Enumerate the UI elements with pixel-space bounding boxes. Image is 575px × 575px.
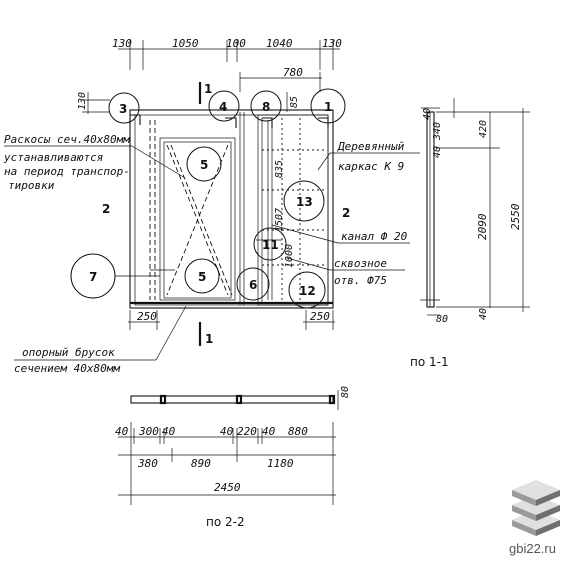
side-dim-40-top: 40 <box>422 108 433 120</box>
panel-bottom-dims: 250 250 <box>128 310 335 330</box>
callout-11: 11 <box>253 227 287 261</box>
side-dim-80: 80 <box>436 314 448 325</box>
callout-12: 12 <box>288 271 326 309</box>
svg-text:каркас К 9: каркас К 9 <box>338 160 404 173</box>
dim-130-left: 130 <box>112 37 132 50</box>
bottom-dim-40c: 40 <box>220 425 234 438</box>
dim-1000: 1000 <box>284 244 295 268</box>
label-2-right: 2 <box>342 206 350 220</box>
callout-13: 13 <box>283 180 325 222</box>
watermark-text: gbi22.ru <box>509 541 556 556</box>
dim-250-right: 250 <box>310 310 330 323</box>
bottom-dim-1180: 1180 <box>267 457 294 470</box>
svg-text:устанавливаются: устанавливаются <box>3 151 103 164</box>
side-dim-40: 40 <box>432 146 443 158</box>
dim-130-right: 130 <box>322 37 342 50</box>
svg-text:1: 1 <box>324 100 332 114</box>
section-mark-top-label: 1 <box>204 82 212 96</box>
bottom-dim-80: 80 <box>340 386 351 398</box>
svg-text:Раскосы сеч.40х80мм: Раскосы сеч.40х80мм <box>4 133 130 146</box>
section-1-1-label: по 1-1 <box>410 355 449 369</box>
bottom-dim-220: 220 <box>237 425 257 438</box>
bottom-dim-40d: 40 <box>262 425 276 438</box>
bottom-dim-380: 380 <box>137 457 158 470</box>
dim-1507: 1507 <box>274 208 285 232</box>
svg-text:на период транспор-: на период транспор- <box>4 165 130 178</box>
side-dim-420: 420 <box>478 120 489 138</box>
callout-5-lower: 5 <box>184 258 220 294</box>
callout-1: 1 <box>310 88 346 124</box>
dim-100: 100 <box>226 37 246 50</box>
bottom-dim-40b: 40 <box>162 425 176 438</box>
svg-text:8: 8 <box>262 100 270 114</box>
svg-text:сквозное: сквозное <box>334 257 387 270</box>
svg-text:Деревянный: Деревянный <box>337 140 405 153</box>
dim-780: 780 <box>283 66 303 79</box>
section-2-2: 80 40 300 40 40 220 40 880 380 890 1180 … <box>115 386 351 505</box>
svg-text:отв. Ф75: отв. Ф75 <box>334 274 387 287</box>
svg-text:3: 3 <box>119 102 127 116</box>
main-panel <box>129 109 334 309</box>
note-hole: сквозное отв. Ф75 <box>286 257 405 287</box>
callout-4: 4 <box>208 90 240 122</box>
label-2-left: 2 <box>102 202 110 216</box>
section-mark-1-bottom: 1 <box>198 322 213 346</box>
bottom-dim-880: 880 <box>288 425 308 438</box>
callout-7: 7 <box>70 253 160 299</box>
callout-8: 8 <box>250 90 282 122</box>
dim-835: 835 <box>274 160 285 178</box>
dim-1050: 1050 <box>172 37 199 50</box>
side-dim-40-bottom: 40 <box>478 308 489 320</box>
svg-text:7: 7 <box>89 270 97 284</box>
bottom-dim-40a: 40 <box>115 425 129 438</box>
left-dimension-130: 130 <box>77 92 110 114</box>
side-dim-340: 340 <box>432 122 443 141</box>
callout-6: 6 <box>236 267 270 301</box>
side-dim-2550: 2550 <box>509 203 522 230</box>
bottom-dim-890: 890 <box>191 457 211 470</box>
svg-text:опорный брусок: опорный брусок <box>22 346 115 359</box>
note-braces: Раскосы сеч.40х80мм устанавливаются на п… <box>3 133 186 192</box>
callout-5-upper: 5 <box>186 146 222 182</box>
dim-130-vertical: 130 <box>77 92 88 110</box>
section-1-1: 40 340 40 420 2090 2550 80 40 <box>420 98 530 325</box>
svg-text:4: 4 <box>219 100 227 114</box>
section-2-2-label: по 2-2 <box>206 515 245 529</box>
svg-text:5: 5 <box>198 270 206 284</box>
section-mark-1-top: 1 <box>198 82 212 104</box>
svg-text:6: 6 <box>249 278 257 292</box>
callout-3: 3 <box>108 92 140 124</box>
svg-text:канал Ф 20: канал Ф 20 <box>341 230 408 243</box>
stacked-slabs-icon <box>512 480 560 536</box>
bottom-dim-2450: 2450 <box>214 481 241 494</box>
side-dim-2090: 2090 <box>476 213 489 240</box>
svg-text:тировки: тировки <box>8 179 55 192</box>
top-dimension-chain: 130 1050 100 1040 130 780 <box>112 37 342 92</box>
dim-85: 85 <box>289 96 300 108</box>
bottom-dim-300: 300 <box>138 425 159 438</box>
dim-1040: 1040 <box>266 37 293 50</box>
svg-text:12: 12 <box>299 284 316 298</box>
section-mark-bottom-label: 1 <box>205 332 213 346</box>
svg-text:13: 13 <box>296 195 313 209</box>
svg-text:11: 11 <box>262 238 279 252</box>
note-support-bar: опорный брусок сечением 40х80мм <box>14 305 187 375</box>
note-frame: Деревянный каркас К 9 <box>317 140 420 173</box>
note-channel: канал Ф 20 <box>271 224 410 244</box>
svg-text:сечением 40х80мм: сечением 40х80мм <box>14 362 120 375</box>
svg-text:5: 5 <box>200 158 208 172</box>
dim-250-left: 250 <box>137 310 157 323</box>
